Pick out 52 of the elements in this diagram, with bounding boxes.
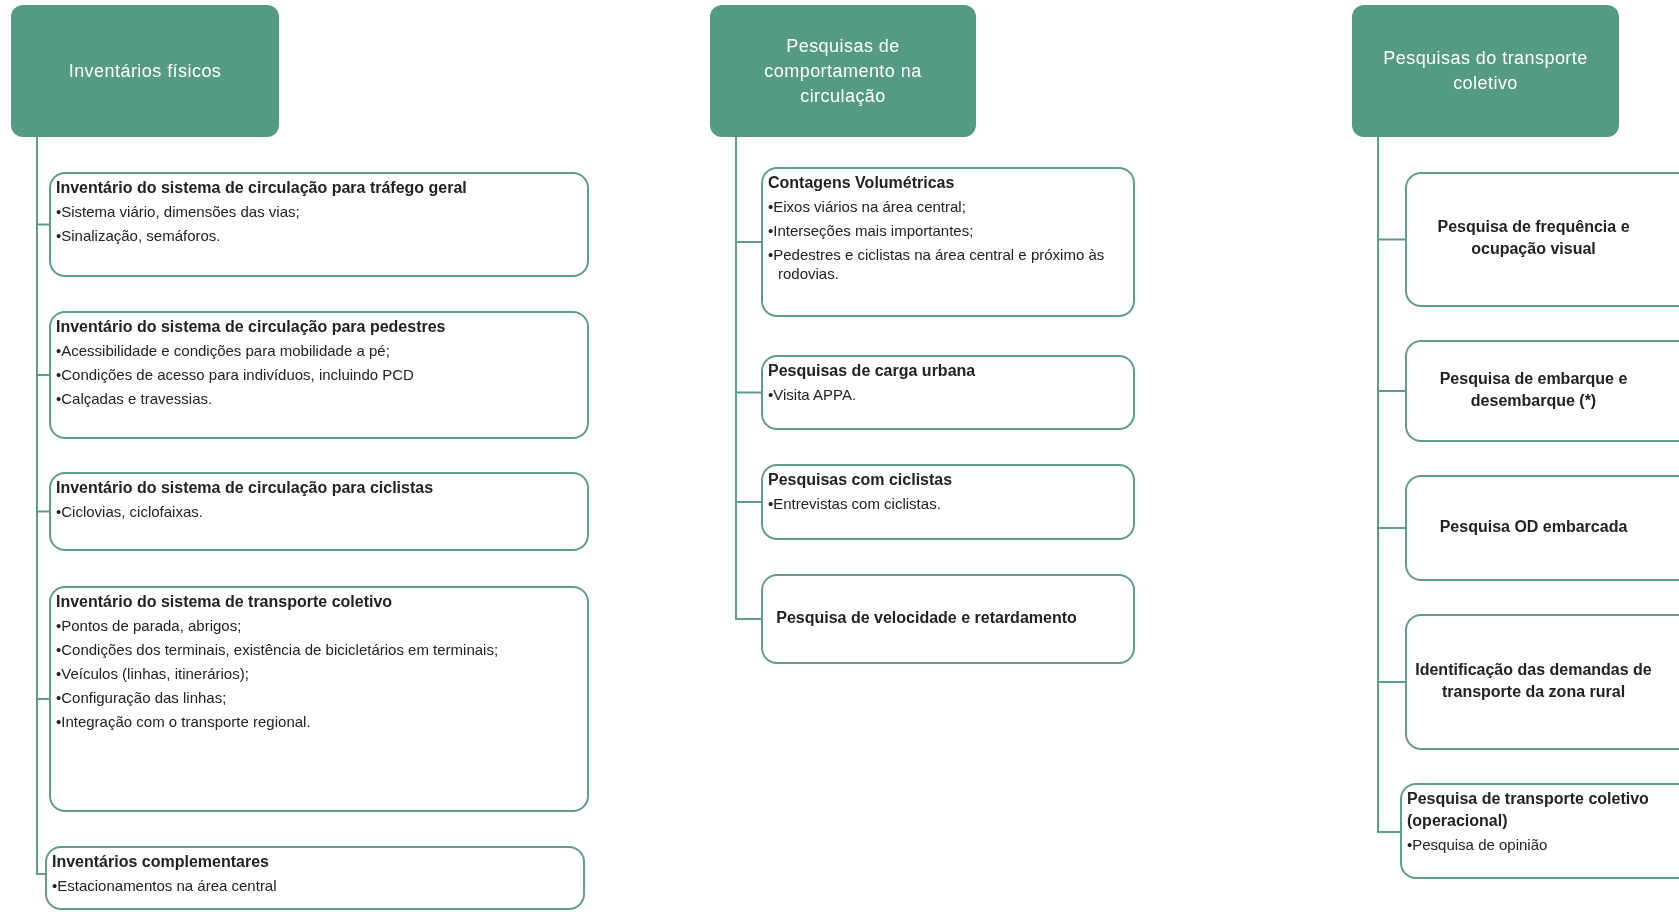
topic-title: Contagens Volumétricas (768, 173, 956, 193)
bullet-item: •Estacionamentos na área central (52, 876, 278, 895)
category-header (11, 5, 279, 137)
header-title: Pesquisas do transporte coletivo (1382, 47, 1589, 95)
topic-title: Inventários complementares (52, 852, 270, 872)
topic-title: Inventário do sistema de circulação para ciclistas (56, 478, 435, 498)
topic-box (1405, 172, 1679, 307)
header-title: Pesquisas de comportamento na circulação (763, 34, 923, 108)
bullet-item: •Visita APPA. (768, 385, 858, 404)
topic-box (49, 172, 589, 277)
topic-box (761, 355, 1135, 430)
topic-box (49, 586, 589, 812)
bullet-item: •Veículos (linhas, itinerários); (56, 664, 250, 683)
topic-title: Pesquisa de velocidade e retardamento (776, 607, 1077, 628)
bullet-item: •Interseções mais importantes; (768, 221, 975, 240)
bullet-item: •Acessibilidade e condições para mobilidade a pé; (56, 341, 391, 360)
topic-box (1400, 783, 1679, 879)
category-header (1352, 5, 1619, 137)
topic-box (1405, 340, 1679, 442)
topic-title: Identificação das demandas de transporte da zona rural (1414, 659, 1653, 702)
topic-box (49, 311, 589, 439)
category-header (710, 5, 976, 137)
topic-title: Inventário do sistema de circulação para tráfego geral (56, 178, 468, 198)
bullet-item: •Sinalização, semáforos. (56, 226, 222, 245)
bullet-item: •Condições de acesso para indivíduos, incluindo PCD (56, 365, 415, 384)
bullet-item: •Condições dos terminais, existência de bicicletários em terminais; (56, 640, 500, 659)
topic-box (761, 574, 1135, 664)
topic-title: Pesquisas com ciclistas (768, 470, 954, 490)
bullet-item: •Calçadas e travessias. (56, 389, 214, 408)
bullet-item: •Integração com o transporte regional. (56, 712, 312, 731)
topic-title: Inventário do sistema de circulação para pedestres (56, 317, 447, 337)
topic-title: Inventário do sistema de transporte coletivo (56, 592, 394, 612)
topic-box (1405, 475, 1679, 581)
topic-title: Pesquisa de transporte coletivo (operacional) (1407, 789, 1650, 831)
topic-box (1405, 614, 1679, 750)
topic-box (761, 464, 1135, 540)
bullet-item: •Entrevistas com ciclistas. (768, 494, 942, 513)
header-title: Inventários físicos (68, 59, 222, 83)
topic-box (49, 472, 589, 551)
bullet-item: •Pedestres e ciclistas na área central e próximo às rodovias. (768, 245, 1106, 283)
topic-title: Pesquisa de embarque e desembarque (*) (1438, 368, 1629, 411)
bullet-item: •Ciclovias, ciclofaixas. (56, 502, 204, 521)
bullet-item: •Pontos de parada, abrigos; (56, 616, 243, 635)
topic-title: Pesquisa de frequência e ocupação visual (1436, 217, 1631, 259)
topic-title: Pesquisas de carga urbana (768, 361, 977, 381)
topic-title: Pesquisa OD embarcada (1439, 516, 1628, 537)
bullet-item: •Pesquisa de opinião (1407, 835, 1549, 854)
topic-box (761, 167, 1135, 317)
bullet-item: •Configuração das linhas; (56, 688, 228, 707)
bullet-item: •Sistema viário, dimensões das vias; (56, 202, 301, 221)
topic-box (45, 846, 585, 910)
bullet-item: •Eixos viários na área central; (768, 197, 967, 216)
